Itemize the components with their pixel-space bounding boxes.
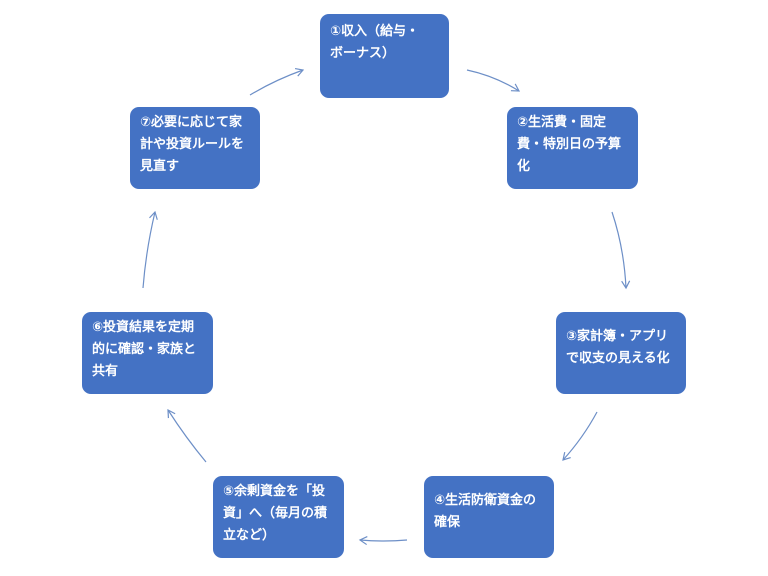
step-7-revise-rules: ⑦必要に応じて家 計や投資ルールを 見直す [130,107,260,189]
step-5-invest-surplus: ⑤余剰資金を「投 資」へ（毎月の積 立など） [213,476,344,558]
arrow-2-to-3 [611,211,631,290]
arrow-4-to-5 [358,536,408,546]
step-2-budgeting: ②生活費・固定 費・特別日の予算 化 [507,107,638,189]
step-6-review-results: ⑥投資結果を定期 的に確認・家族と 共有 [82,312,213,394]
arrow-3-to-4 [562,411,598,461]
arrow-1-to-2 [466,69,521,92]
step-3-visualize-balance: ③家計簿・アプリ で収支の見える化 [556,312,686,394]
arrow-7-to-1 [249,67,305,96]
arrow-6-to-7 [142,210,158,289]
step-1-income: ①収入（給与・ ボーナス） [320,14,449,98]
arrow-5-to-6 [167,408,207,463]
step-4-emergency-fund: ④生活防衛資金の 確保 [424,476,554,558]
